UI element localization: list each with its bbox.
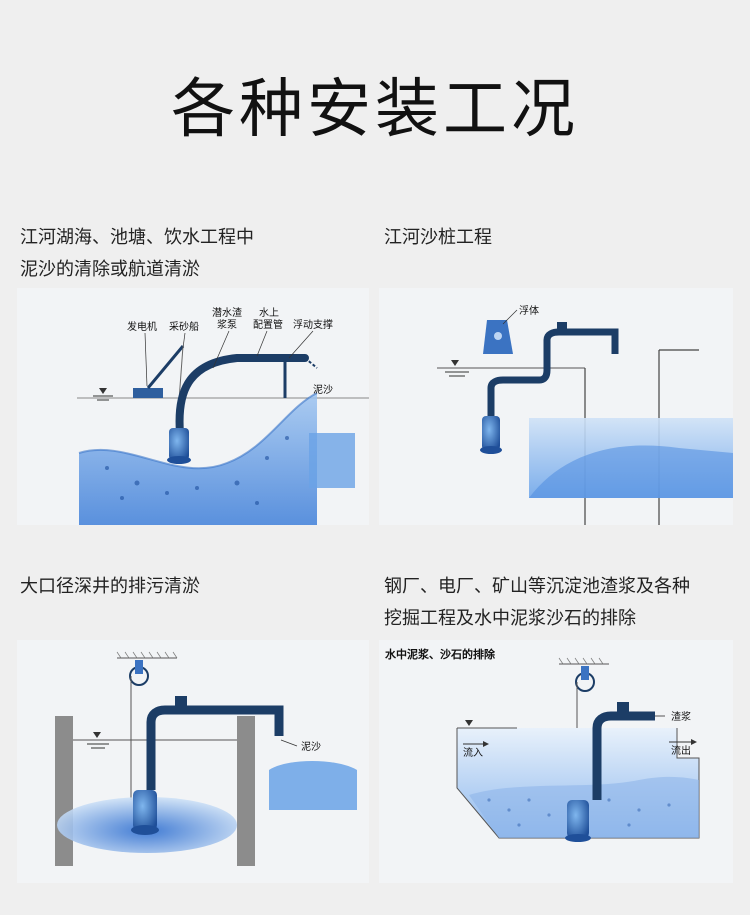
inflow-arrow-icon	[483, 741, 489, 747]
boat-crane-arm	[146, 345, 185, 389]
diagram-deep-well: 泥沙	[17, 640, 369, 883]
label-mud: 泥沙	[301, 740, 321, 753]
label-float: 浮体	[519, 305, 539, 317]
caption-deep-well: 大口径深井的排污清淤	[20, 571, 200, 603]
discharge-pipe	[146, 705, 284, 790]
riverbed-mud	[79, 393, 317, 525]
discharge-pipe	[175, 354, 309, 437]
label-slurry: 渣浆	[671, 710, 691, 723]
discharge-pipe	[487, 328, 619, 418]
water-level-icon	[93, 388, 113, 401]
submersible-pump	[133, 790, 157, 830]
diagram-river-dredging-svg: 发电机 采砂船 潜水渣 浆泵 水上 配置管 浮动支撑 泥沙	[77, 306, 369, 525]
mud-particles	[105, 436, 289, 505]
discharged-mud-pile	[309, 433, 355, 488]
slurry-particles	[487, 798, 671, 827]
label-inflow: 流入	[463, 746, 483, 759]
label-sand-boat: 采砂船	[169, 320, 199, 333]
discharged-mud-pile	[269, 761, 357, 810]
page-title: 各种安装工况	[171, 73, 579, 147]
caption-line: 大口径深井的排污清淤	[20, 576, 200, 597]
caption-line: 江河湖海、池塘、饮水工程中	[20, 227, 254, 248]
water-level-icon	[87, 732, 109, 749]
water-level-icon	[445, 360, 469, 377]
diagram-settling-tank-svg: 水中泥浆、沙石的排除 渣浆 流入	[385, 647, 700, 842]
diagram-sand-pile: 浮体	[379, 288, 733, 525]
caption-line: 泥沙的清除或航道清淤	[20, 259, 200, 280]
water-level-icon	[465, 720, 473, 726]
diagram-deep-well-svg: 泥沙	[55, 651, 357, 866]
caption-line: 江河沙桩工程	[384, 227, 492, 248]
diagram-river-dredging: 发电机 采砂船 潜水渣 浆泵 水上 配置管 浮动支撑 泥沙	[17, 288, 369, 525]
submersible-pump	[567, 800, 589, 838]
caption-settling-tank: 钢厂、电厂、矿山等沉淀池渣浆及各种 挖掘工程及水中泥浆沙石的排除	[384, 571, 690, 635]
well-wall-left	[55, 716, 73, 866]
caption-line: 挖掘工程及水中泥浆沙石的排除	[384, 608, 636, 629]
discharge-pipe	[592, 711, 655, 800]
label-pipe: 配置管	[253, 318, 283, 331]
caption-sand-pile: 江河沙桩工程	[384, 222, 492, 254]
label-generator: 发电机	[127, 320, 157, 333]
label-pump: 潜水渣	[212, 306, 242, 319]
leader-lines	[144, 330, 314, 387]
submersible-pump	[169, 428, 189, 460]
submersible-pump	[482, 416, 500, 450]
label-pump: 浆泵	[217, 318, 237, 331]
outflow-arrow-icon	[691, 739, 697, 745]
diagram-settling-tank: 水中泥浆、沙石的排除 渣浆 流入	[379, 640, 733, 883]
dredger-boat	[133, 388, 163, 398]
diagram-heading: 水中泥浆、沙石的排除	[385, 647, 496, 661]
label-mud: 泥沙	[313, 383, 333, 396]
caption-river-dredging: 江河湖海、池塘、饮水工程中 泥沙的清除或航道清淤	[20, 222, 254, 286]
label-float-support: 浮动支撑	[293, 318, 333, 331]
label-outflow: 流出	[671, 744, 691, 757]
well-wall-right	[237, 716, 255, 866]
label-pipe: 水上	[259, 307, 279, 319]
diagram-sand-pile-svg: 浮体	[437, 305, 733, 525]
caption-line: 钢厂、电厂、矿山等沉淀池渣浆及各种	[384, 576, 690, 597]
